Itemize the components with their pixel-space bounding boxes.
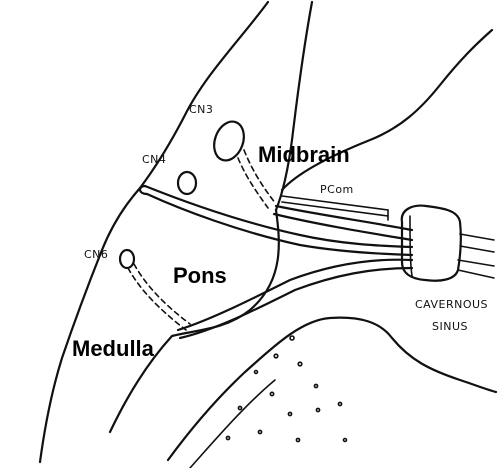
midbrain-label: Midbrain — [258, 142, 350, 167]
pcom-artery-2 — [282, 202, 388, 216]
cn4-nucleus — [178, 172, 196, 194]
bone-speckles — [226, 336, 346, 442]
cavernous-label-line2: SINUS — [432, 320, 468, 333]
cn4-label: CN4 — [142, 153, 166, 166]
medulla-label: Medulla — [72, 336, 155, 361]
cavernous-label-line1: CAVERNOUS — [415, 298, 488, 311]
exit-nerves-3 — [458, 260, 494, 266]
cn6-label: CN6 — [84, 248, 108, 261]
skull-base-outline-upper — [190, 380, 275, 468]
pons-label: Pons — [173, 263, 227, 288]
pcom-label: PCom — [320, 183, 354, 196]
brainstem-left-outline — [40, 2, 268, 462]
cn6-nucleus — [120, 250, 134, 268]
exit-nerves-4 — [458, 270, 494, 278]
exit-nerves-1 — [460, 234, 494, 240]
cn3-label: CN3 — [189, 103, 213, 116]
cn3-nucleus — [209, 117, 249, 164]
exit-nerves-2 — [460, 246, 494, 252]
pcom-artery — [282, 196, 388, 210]
